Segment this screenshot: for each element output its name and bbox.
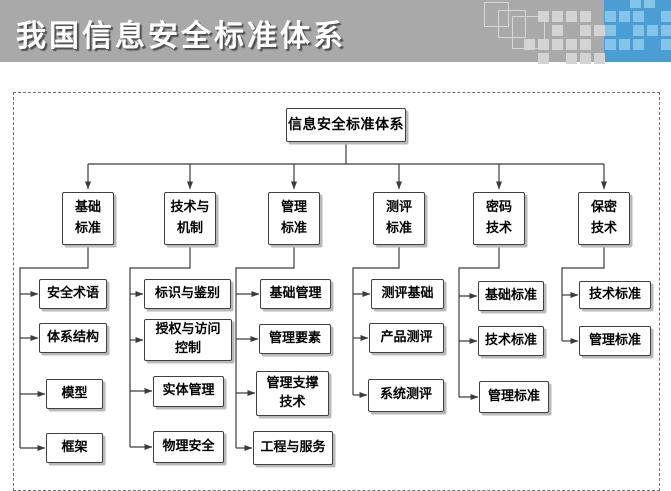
leaf-security-terminology: 安全术语	[39, 279, 107, 309]
leaf-management-elements: 管理要素	[259, 324, 331, 354]
slide-title: 我国信息安全标准体系	[16, 19, 346, 54]
deco-square-blue	[633, 25, 644, 36]
leaf-identification-and-authentication: 标识与鉴别	[144, 279, 231, 309]
leaf-product-evaluation: 产品测评	[369, 323, 444, 353]
leaf-engineering-and-services: 工程与服务	[253, 431, 333, 465]
deco-square-blue	[605, 39, 616, 50]
branch-cryptography-technology: 密码 技术	[473, 192, 525, 245]
deco-square-gray	[580, 53, 591, 64]
deco-square-gray	[580, 25, 591, 36]
branch-foundation-standards: 基础 标准	[62, 192, 114, 245]
deco-square-outline	[512, 16, 545, 49]
connector-lines	[19, 142, 607, 451]
deco-square-gray	[538, 53, 549, 64]
leaf-system-evaluation: 系统测评	[368, 379, 444, 412]
leaf-physical-security: 物理安全	[153, 431, 224, 463]
deco-square-gray	[594, 53, 605, 64]
node-root-information-security-standard-system: 信息安全标准体系	[286, 108, 406, 142]
leaf-model: 模型	[46, 379, 103, 409]
deco-square-gray	[566, 53, 577, 64]
leaf-crypto-technical-standards: 技术标准	[478, 326, 544, 356]
branch-technology-and-mechanism: 技术与 机制	[164, 192, 216, 245]
deco-square-blue	[619, 11, 630, 22]
deco-square-gray	[566, 39, 577, 50]
deco-square-gray	[552, 11, 563, 22]
leaf-crypto-basic-standards: 基础标准	[478, 281, 544, 311]
deco-square-blue	[605, 11, 616, 22]
deco-square-blue	[661, 25, 671, 36]
leaf-crypto-management-standards: 管理标准	[479, 381, 549, 413]
deco-square-blue	[661, 39, 671, 50]
deco-square-gray	[538, 39, 549, 50]
leaf-architecture: 体系结构	[39, 323, 107, 353]
deco-square-gray	[580, 39, 591, 50]
leaf-confidentiality-management-standards: 管理标准	[579, 326, 651, 356]
deco-square-gray	[566, 11, 577, 22]
deco-square-blue	[633, 39, 644, 50]
deco-square-blue	[647, 25, 658, 36]
deco-square-gray	[552, 39, 563, 50]
leaf-confidentiality-technical-standards: 技术标准	[579, 281, 651, 309]
deco-square-gray	[524, 39, 535, 50]
deco-square-outline	[484, 2, 509, 27]
branch-confidentiality-technology: 保密 技术	[578, 192, 630, 245]
deco-square-gray	[594, 25, 605, 36]
leaf-evaluation-basis: 测评基础	[371, 279, 444, 309]
diagram-panel: 信息安全标准体系 基础 标准 技术与 机制 管理 标准 测评 标准 密码 技术 …	[13, 92, 660, 491]
deco-square-gray	[580, 11, 591, 22]
leaf-entity-management: 实体管理	[153, 376, 224, 407]
deco-square-blue	[633, 11, 644, 22]
leaf-management-support-technology: 管理支撑 技术	[256, 371, 329, 416]
branch-evaluation-standards: 测评 标准	[373, 192, 425, 245]
deco-square-blue	[619, 39, 630, 50]
deco-square-blue	[630, 0, 641, 8]
leaf-basic-management: 基础管理	[260, 279, 331, 309]
header-banner: 我国信息安全标准体系	[0, 0, 671, 64]
leaf-authorization-and-access-control: 授权与访问 控制	[144, 319, 232, 361]
leaf-framework: 框架	[46, 433, 103, 463]
deco-square-blue	[644, 0, 655, 8]
deco-square-blue	[605, 25, 616, 36]
deco-square-gray	[552, 25, 563, 36]
branch-management-standards: 管理 标准	[268, 192, 320, 245]
deco-square-blue	[661, 11, 671, 22]
